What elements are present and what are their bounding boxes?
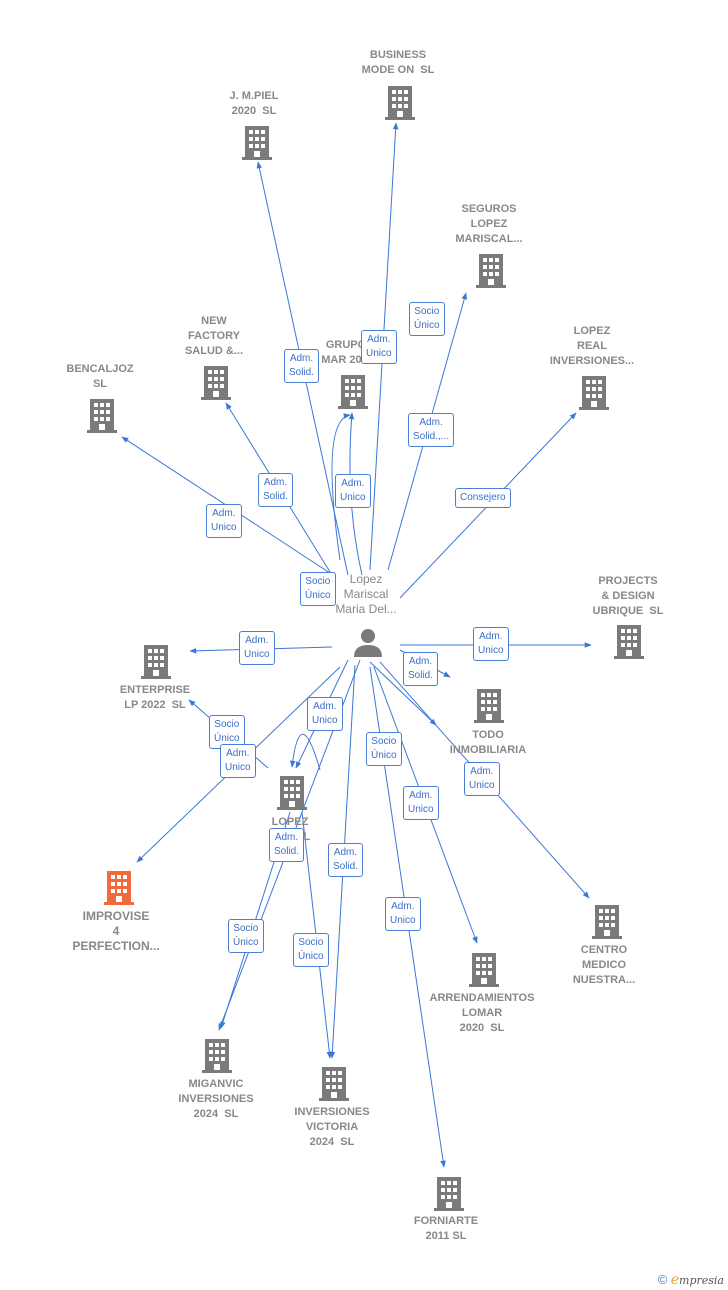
building-icon[interactable]: [336, 373, 370, 411]
footer-branding: © empresia: [658, 1272, 724, 1288]
role-badge[interactable]: Adm. Solid.: [403, 652, 439, 686]
company-lopez-real[interactable]: LOPEZ REAL INVERSIONES...: [549, 325, 635, 367]
role-badge[interactable]: Socio Único: [366, 732, 402, 766]
person-name[interactable]: Lopez Mariscal Maria Del...: [335, 572, 397, 616]
building-icon[interactable]: [275, 774, 309, 812]
role-badge[interactable]: Socio Único: [209, 715, 245, 749]
company-arrendamientos-lomar[interactable]: ARRENDAMIENTOS LOMAR 2020 SL: [429, 992, 535, 1034]
role-badge[interactable]: Adm. Solid.: [269, 828, 305, 862]
role-badge[interactable]: Adm. Unico: [307, 697, 343, 731]
building-icon[interactable]: [590, 903, 624, 941]
company-projects-design[interactable]: PROJECTS & DESIGN UBRIQUE SL: [592, 575, 664, 617]
company-business-mode-on[interactable]: BUSINESS MODE ON SL: [361, 49, 435, 76]
company-bencaljoz[interactable]: BENCALJOZ SL: [66, 363, 134, 390]
company-todo-inmobiliaria[interactable]: TODO INMOBILIARIA: [449, 729, 527, 756]
building-icon[interactable]: [474, 252, 508, 290]
building-icon[interactable]: [317, 1065, 351, 1103]
company-enterprise-lp[interactable]: ENTERPRISE LP 2022 SL: [119, 684, 191, 711]
building-icon[interactable]: [612, 623, 646, 661]
role-badge[interactable]: Adm. Solid.: [328, 843, 364, 877]
building-icon[interactable]: [139, 643, 173, 681]
role-badge[interactable]: Adm. Unico: [335, 474, 371, 508]
role-badge[interactable]: Socio Único: [300, 572, 336, 606]
company-inversiones-victoria[interactable]: INVERSIONES VICTORIA 2024 SL: [294, 1106, 370, 1148]
copyright-symbol: ©: [657, 1272, 668, 1287]
company-new-factory[interactable]: NEW FACTORY SALUD &...: [184, 315, 244, 357]
person-icon[interactable]: [352, 626, 384, 658]
brand-logo[interactable]: empresia: [670, 1272, 724, 1288]
building-icon[interactable]: [577, 374, 611, 412]
role-badge[interactable]: Socio Único: [293, 933, 329, 967]
role-badge[interactable]: Adm. Unico: [403, 786, 439, 820]
building-icon[interactable]: [199, 364, 233, 402]
role-badge[interactable]: Adm. Solid.: [258, 473, 294, 507]
role-badge[interactable]: Adm. Solid.,...: [408, 413, 455, 447]
building-icon[interactable]: [200, 1037, 234, 1075]
building-icon-highlight[interactable]: [102, 869, 136, 907]
role-badge[interactable]: Adm. Unico: [206, 504, 242, 538]
building-icon[interactable]: [240, 124, 274, 162]
company-forniarte[interactable]: FORNIARTE 2011 SL: [413, 1215, 479, 1242]
role-badge[interactable]: Adm. Solid.: [284, 349, 320, 383]
role-badge[interactable]: Adm. Unico: [361, 330, 397, 364]
building-icon[interactable]: [383, 84, 417, 122]
company-improvise-4-perfection[interactable]: IMPROVISE 4 PERFECTION...: [72, 909, 160, 953]
role-badge[interactable]: Adm. Unico: [385, 897, 421, 931]
building-icon[interactable]: [432, 1175, 466, 1213]
company-jmpiel[interactable]: J. M.PIEL 2020 SL: [229, 90, 279, 117]
role-badge[interactable]: Socio Único: [409, 302, 445, 336]
company-centro-medico[interactable]: CENTRO MEDICO NUESTRA...: [572, 944, 636, 986]
company-seguros-lopez[interactable]: SEGUROS LOPEZ MARISCAL...: [455, 203, 523, 245]
building-icon[interactable]: [85, 397, 119, 435]
role-badge[interactable]: Adm. Unico: [473, 627, 509, 661]
building-icon[interactable]: [467, 951, 501, 989]
role-badge[interactable]: Socio Único: [228, 919, 264, 953]
company-miganvic[interactable]: MIGANVIC INVERSIONES 2024 SL: [178, 1078, 254, 1120]
role-badge[interactable]: Adm. Unico: [239, 631, 275, 665]
role-badge[interactable]: Adm. Unico: [464, 762, 500, 796]
building-icon[interactable]: [472, 687, 506, 725]
role-badge[interactable]: Adm. Unico: [220, 744, 256, 778]
role-badge[interactable]: Consejero: [455, 488, 511, 508]
